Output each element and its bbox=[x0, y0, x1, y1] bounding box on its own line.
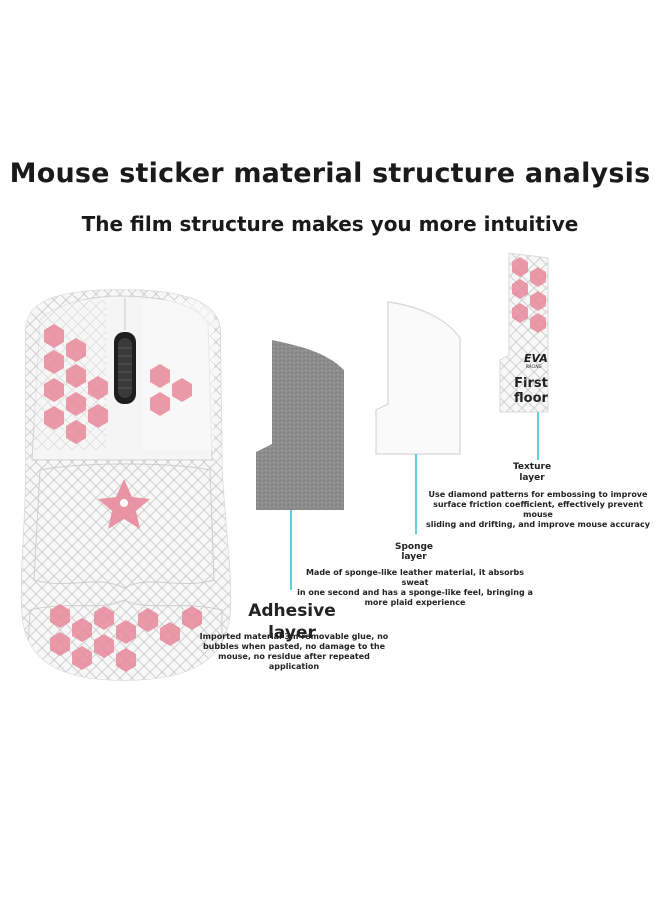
first-floor-shape: EVA RACING bbox=[499, 252, 549, 460]
sponge-desc-line2: in one second and has a sponge-like feel… bbox=[297, 588, 533, 597]
first-floor-label-line2: floor bbox=[514, 391, 548, 406]
sponge-label-line1: Sponge bbox=[394, 542, 434, 552]
adhesive-desc-line2: bubbles when pasted, no damage to the bbox=[202, 642, 386, 651]
eva-logo-sub: RACING bbox=[526, 364, 542, 369]
first-floor-label: First floor bbox=[498, 376, 564, 406]
sponge-desc-line1: Made of sponge-like leather material, it… bbox=[305, 568, 525, 587]
adhesive-desc-line1: Imported material 3m removable glue, no bbox=[199, 632, 389, 641]
sponge-desc-line3: more plaid experience bbox=[364, 598, 466, 607]
adhesive-layer-shape bbox=[256, 340, 344, 590]
page-subtitle: The film structure makes you more intuit… bbox=[81, 212, 579, 236]
adhesive-label: Adhesive layer bbox=[248, 601, 336, 643]
page-title: Mouse sticker material structure analysi… bbox=[9, 158, 651, 189]
eva-logo: EVA bbox=[524, 352, 548, 365]
sponge-label-line2: layer bbox=[401, 552, 427, 562]
adhesive-description: Imported material 3m removable glue, no … bbox=[196, 632, 392, 672]
texture-label-line2: layer bbox=[519, 473, 545, 483]
texture-desc-line1: Use diamond patterns for embossing to im… bbox=[428, 490, 648, 499]
texture-description: Use diamond patterns for embossing to im… bbox=[420, 490, 656, 530]
sponge-layer-shape bbox=[375, 301, 461, 534]
sponge-description: Made of sponge-like leather material, it… bbox=[296, 568, 534, 608]
texture-label: Texture layer bbox=[500, 462, 564, 484]
first-floor-label-line1: First bbox=[514, 376, 548, 391]
texture-desc-line3: sliding and drifting, and improve mouse … bbox=[426, 520, 650, 529]
adhesive-desc-line3: mouse, no residue after repeated applica… bbox=[218, 652, 370, 671]
mouse-illustration bbox=[20, 289, 232, 681]
texture-desc-line2: surface friction coefficient, effectivel… bbox=[433, 500, 643, 519]
texture-label-line1: Texture bbox=[512, 462, 552, 472]
sponge-label: Sponge layer bbox=[384, 542, 444, 562]
